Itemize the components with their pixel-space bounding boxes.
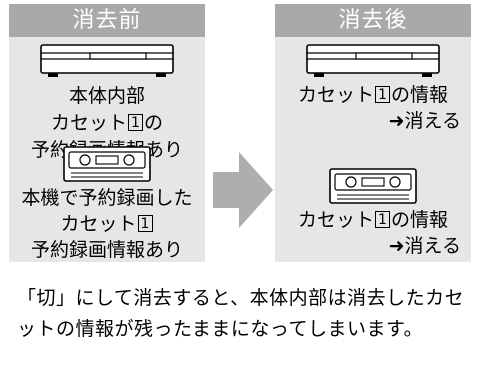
vcr-deck-icon — [306, 44, 440, 77]
device-result: ➜消える — [388, 110, 461, 132]
cassette-number-badge: 1 — [128, 114, 143, 131]
vhs-cassette-icon — [63, 146, 151, 182]
note-text: 「切」にして消去すると、本体内部は消去したカセットの情報が残ったままになってしま… — [17, 287, 465, 340]
cassette-number-badge: 1 — [137, 215, 153, 232]
tape-result: ➜消える — [388, 235, 461, 257]
cassette-number-badge: 1 — [375, 86, 390, 103]
particle-text: の — [144, 112, 164, 134]
cassette-text: カセット — [297, 84, 374, 106]
info-text: の情報 — [391, 84, 449, 106]
vcr-deck-icon — [40, 44, 174, 77]
panel-title-after: 消去後 — [275, 4, 471, 37]
tape-line-1: 本機で予約録画した — [21, 187, 193, 209]
info-text: の情報 — [391, 209, 449, 231]
cassette-text: カセット — [297, 209, 374, 231]
tape-info-line: 予約録画情報あり — [30, 239, 183, 261]
cassette-text: カセット — [50, 112, 127, 134]
vhs-cassette-icon — [329, 168, 417, 204]
device-label: 本体内部 — [68, 85, 145, 107]
panel-title-before: 消去前 — [9, 4, 205, 37]
cassette-number-badge: 1 — [375, 211, 390, 228]
right-arrow-icon — [213, 152, 273, 228]
cassette-text: カセット — [60, 213, 137, 235]
